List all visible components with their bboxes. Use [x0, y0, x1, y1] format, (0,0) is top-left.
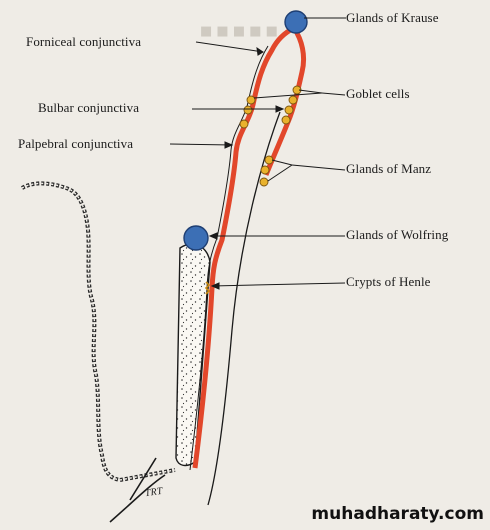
label-palpebral-conjunctiva: Palpebral conjunctiva	[18, 136, 134, 151]
goblet-cell	[281, 115, 291, 125]
label-forniceal-conjunctiva: Forniceal conjunctiva	[26, 34, 142, 49]
label-crypts-henle: Crypts of Henle	[346, 274, 431, 289]
conjunctiva-band	[192, 25, 307, 469]
goblet-cell	[246, 95, 256, 105]
lid-margin-lines	[109, 457, 166, 523]
skin-line-inner	[21, 182, 176, 481]
globe-line	[207, 111, 281, 506]
goblet-cells	[239, 85, 302, 129]
background-bleed-text: ■ ■ ■ ■ ■	[200, 24, 278, 39]
manz-gland	[264, 155, 274, 165]
goblet-cell	[239, 119, 249, 129]
label-glands-manz: Glands of Manz	[346, 161, 432, 176]
label-glands-wolfring: Glands of Wolfring	[346, 227, 449, 242]
manz-gland	[260, 165, 270, 175]
label-bulbar-conjunctiva: Bulbar conjunctiva	[38, 100, 140, 115]
goblet-cell	[284, 105, 294, 115]
gland-krause	[284, 10, 308, 34]
goblet-cell	[243, 105, 253, 115]
crypts-henle	[204, 281, 211, 295]
label-goblet-cells: Goblet cells	[346, 86, 410, 101]
gland-wolfring	[183, 225, 209, 251]
label-glands-krause: Glands of Krause	[346, 10, 439, 25]
goblet-cell	[288, 95, 298, 105]
glands-manz	[259, 155, 274, 187]
watermark: muhadharaty.com	[311, 504, 484, 524]
leader-lines	[169, 17, 346, 290]
manz-gland	[259, 177, 269, 187]
